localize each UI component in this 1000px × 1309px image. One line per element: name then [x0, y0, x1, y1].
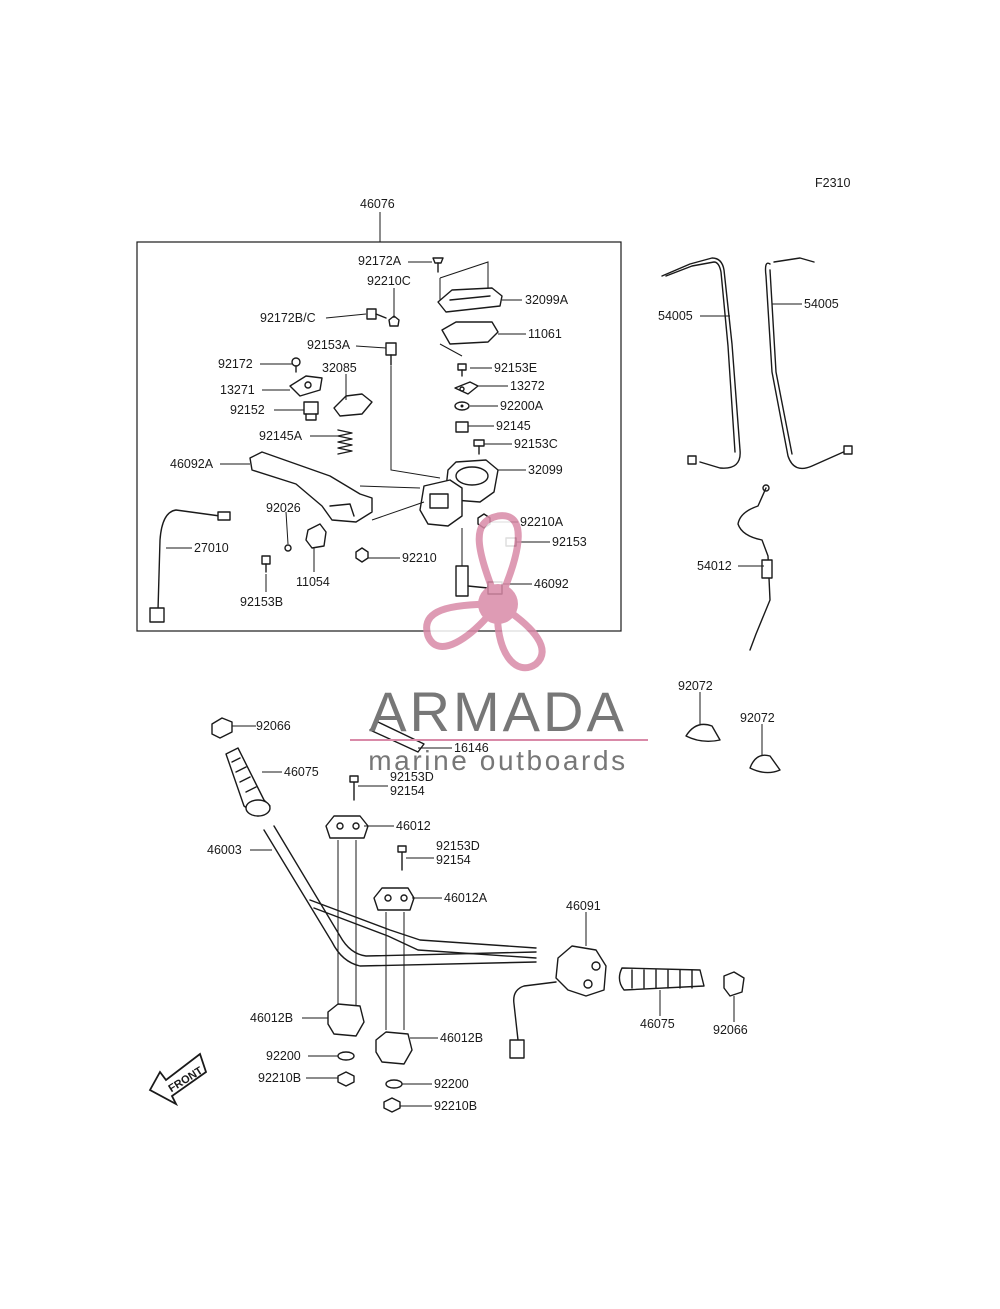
part-label: 92210A	[520, 515, 564, 529]
leader-lines	[166, 261, 802, 1107]
handlebar-parts	[211, 717, 781, 1113]
part-label: 46012A	[444, 891, 488, 905]
part-label: 32099A	[525, 293, 569, 307]
part-label: 46012B	[250, 1011, 293, 1025]
part-label: 92072	[740, 711, 775, 725]
part-label: 92145A	[259, 429, 303, 443]
propeller-logo-icon	[423, 512, 546, 672]
part-label: 92154	[436, 853, 471, 867]
assembly-label: 46076	[360, 197, 395, 211]
part-label: 13271	[220, 383, 255, 397]
part-label: 92026	[266, 501, 301, 515]
master-cylinder-parts	[149, 257, 517, 623]
part-label: 92210B	[434, 1099, 477, 1113]
part-label: 92172A	[358, 254, 402, 268]
part-label: 27010	[194, 541, 229, 555]
armada-watermark: ARMADA marine outboards	[350, 512, 648, 776]
watermark-tagline: marine outboards	[368, 745, 628, 776]
part-label: 13272	[510, 379, 545, 393]
part-label: 92154	[390, 784, 425, 798]
part-label: 92153	[552, 535, 587, 549]
part-label: 92153D	[436, 839, 480, 853]
part-label: 54005	[804, 297, 839, 311]
part-label: 92153A	[307, 338, 351, 352]
part-label: 46091	[566, 899, 601, 913]
part-label: 46092	[534, 577, 569, 591]
part-label: 92153C	[514, 437, 558, 451]
part-label: 54005	[658, 309, 693, 323]
part-label: 11054	[296, 575, 330, 589]
part-label: 46012B	[440, 1031, 483, 1045]
part-label: 46012	[396, 819, 431, 833]
part-label: 92153B	[240, 595, 283, 609]
cables	[661, 257, 853, 651]
part-label: 46003	[207, 843, 242, 857]
part-label: 32099	[528, 463, 563, 477]
part-label: 32085	[322, 361, 357, 375]
part-label: 92210C	[367, 274, 411, 288]
part-label: 92153E	[494, 361, 537, 375]
part-label: 46075	[284, 765, 319, 779]
part-label: 92210	[402, 551, 437, 565]
part-label: 11061	[528, 327, 562, 341]
watermark-brand: ARMADA	[369, 680, 627, 743]
part-label: 92200	[434, 1077, 469, 1091]
diagram-code: F2310	[815, 176, 850, 190]
part-label: 92066	[713, 1023, 748, 1037]
part-label: 92200A	[500, 399, 544, 413]
part-labels: 92172A 92210C 92172B/C 32099A 11061 9215…	[170, 254, 839, 1113]
part-label: 92172B/C	[260, 311, 316, 325]
part-label: 92153D	[390, 770, 434, 784]
part-label: 54012	[697, 559, 732, 573]
part-label: 92152	[230, 403, 265, 417]
part-label: 92066	[256, 719, 291, 733]
part-label: 46075	[640, 1017, 675, 1031]
part-label: 92072	[678, 679, 713, 693]
assembly-frame	[136, 241, 622, 632]
part-label: 92210B	[258, 1071, 301, 1085]
part-label: 46092A	[170, 457, 214, 471]
part-label: 92145	[496, 419, 531, 433]
part-label: 92172	[218, 357, 253, 371]
part-label: 92200	[266, 1049, 301, 1063]
part-label: 16146	[454, 741, 489, 755]
front-arrow-icon: FRONT	[148, 1052, 208, 1107]
